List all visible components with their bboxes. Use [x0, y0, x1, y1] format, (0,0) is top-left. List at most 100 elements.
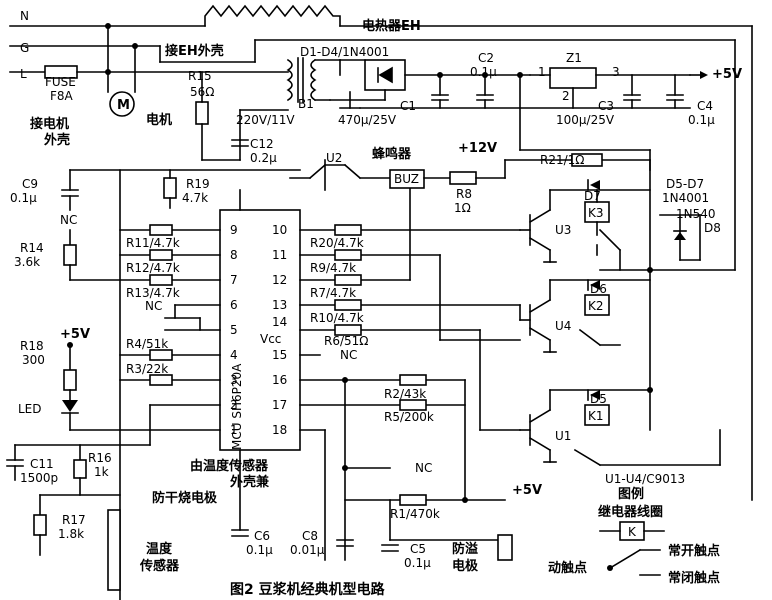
c11-name: C11: [30, 457, 54, 471]
buz-label: BUZ: [394, 172, 419, 186]
r9-label: R9/4.7k: [310, 261, 356, 275]
pin-2: 2: [230, 398, 238, 412]
r15-name: R15: [188, 69, 212, 83]
r19-value: 4.7k: [182, 191, 208, 205]
temp-sensor-2: 传感器: [139, 558, 180, 574]
u2-label: U2: [326, 151, 342, 165]
r17-value: 1.8k: [58, 527, 84, 541]
c4-value: 0.1μ: [688, 113, 715, 127]
r8-value: 1Ω: [454, 201, 471, 215]
r21-label: R21/1Ω: [540, 153, 584, 167]
pin-11: 11: [272, 248, 287, 262]
motor-label: 电机: [146, 112, 172, 128]
r14-value: 3.6k: [14, 255, 40, 269]
r15-value: 56Ω: [190, 85, 214, 99]
nc-1: NC: [60, 213, 77, 227]
pin-4: 4: [230, 348, 238, 362]
pin-14: 14: [272, 315, 287, 329]
nc-3: NC: [340, 348, 357, 362]
mcu-vcc: Vcc: [260, 332, 281, 346]
overflow-electrode-1: 防溢: [452, 541, 478, 557]
u3-label: U3: [555, 223, 571, 237]
r11-label: R11/4.7k: [126, 236, 180, 250]
mcu-chip: [219, 209, 301, 451]
eh-shell-label: 接EH外壳: [165, 43, 224, 59]
pin-17: 17: [272, 398, 287, 412]
labels: N G L FUSE F8A 电热器EH 接EH外壳 接电机 外壳 M 电机 R…: [10, 9, 742, 598]
k1-label: K1: [588, 409, 604, 423]
buzzer-label: 蜂鸣器: [372, 146, 412, 162]
c2-name: C2: [478, 51, 494, 65]
z1-pin1: 1: [538, 65, 546, 79]
d8-label: D8: [704, 221, 721, 235]
pin-13: 13: [272, 298, 287, 312]
r12-label: R12/4.7k: [126, 261, 180, 275]
r7-label: R7/4.7k: [310, 286, 356, 300]
b1-value: 220V/11V: [236, 113, 295, 127]
pin-8: 8: [230, 248, 238, 262]
d7-label: D7: [584, 189, 601, 203]
nc-2: NC: [145, 299, 162, 313]
bridge-rectifier: [329, 59, 691, 109]
c3-value: 100μ/25V: [556, 113, 615, 127]
c9-value: 0.1μ: [10, 191, 37, 205]
r19-name: R19: [186, 177, 210, 191]
legend-nc-contact: 常闭触点: [668, 570, 720, 586]
c4-name: C4: [697, 99, 713, 113]
legend-k: K: [628, 525, 637, 539]
d5d7-label-2: 1N4001: [662, 191, 709, 205]
k3-label: K3: [588, 206, 604, 220]
pin-12: 12: [272, 273, 287, 287]
d5-label: D5: [590, 392, 607, 406]
pin-5: 5: [230, 323, 238, 337]
r18-value: 300: [22, 353, 45, 367]
regulator-z1: [517, 67, 708, 171]
c6-value: 0.1μ: [246, 543, 273, 557]
pin-9: 9: [230, 223, 238, 237]
pin-1: 1: [230, 423, 238, 437]
fuse-value: F8A: [50, 89, 74, 103]
heater-label: 电热器EH: [362, 18, 421, 34]
r10-label: R10/4.7k: [310, 311, 364, 325]
transformer-b1: [199, 57, 341, 103]
c1-value: 470μ/25V: [338, 113, 397, 127]
d8-type: 1N540: [676, 207, 716, 221]
u4-label: U4: [555, 319, 571, 333]
nc-4: NC: [415, 461, 432, 475]
label-l: L: [20, 67, 27, 81]
z1-pin3: 3: [612, 65, 620, 79]
relay-drivers: [519, 159, 721, 467]
led-label: LED: [18, 402, 42, 416]
legend-title: 图例: [618, 486, 644, 502]
buzzer-section: [308, 153, 651, 191]
r16-value: 1k: [94, 465, 109, 479]
b1-name: B1: [298, 97, 314, 111]
legend-moving-contact: 动触点: [548, 560, 587, 576]
motor-icon: [109, 91, 135, 117]
r13-label: R13/4.7k: [126, 286, 180, 300]
v5-left: +5V: [60, 327, 90, 342]
r6-label: R6/51Ω: [324, 334, 368, 348]
r1-label: R1/470k: [390, 507, 440, 521]
c11-value: 1500p: [20, 471, 58, 485]
label-n: N: [20, 9, 29, 23]
r20-label: R20/4.7k: [310, 236, 364, 250]
k2-label: K2: [588, 299, 604, 313]
label-g: G: [20, 41, 29, 55]
c6-name: C6: [254, 529, 270, 543]
motor-shell-label-2: 外壳: [43, 132, 70, 148]
u1-label: U1: [555, 429, 571, 443]
r3-label: R3/22k: [126, 362, 168, 376]
anti-dry-electrode: 防干烧电极: [152, 490, 218, 506]
mains-lines: [9, 4, 753, 501]
r18-name: R18: [20, 339, 44, 353]
mcu-right-pins: [231, 177, 521, 561]
d5d7-label-1: D5-D7: [666, 177, 704, 191]
c12-value: 0.2μ: [250, 151, 277, 165]
r4-label: R4/51k: [126, 337, 168, 351]
motor-shell-label-1: 接电机: [30, 116, 69, 132]
mcu-left-pins: [6, 169, 301, 600]
r5-label: R5/200k: [384, 410, 434, 424]
legend-coil: 继电器线圈: [598, 504, 663, 520]
